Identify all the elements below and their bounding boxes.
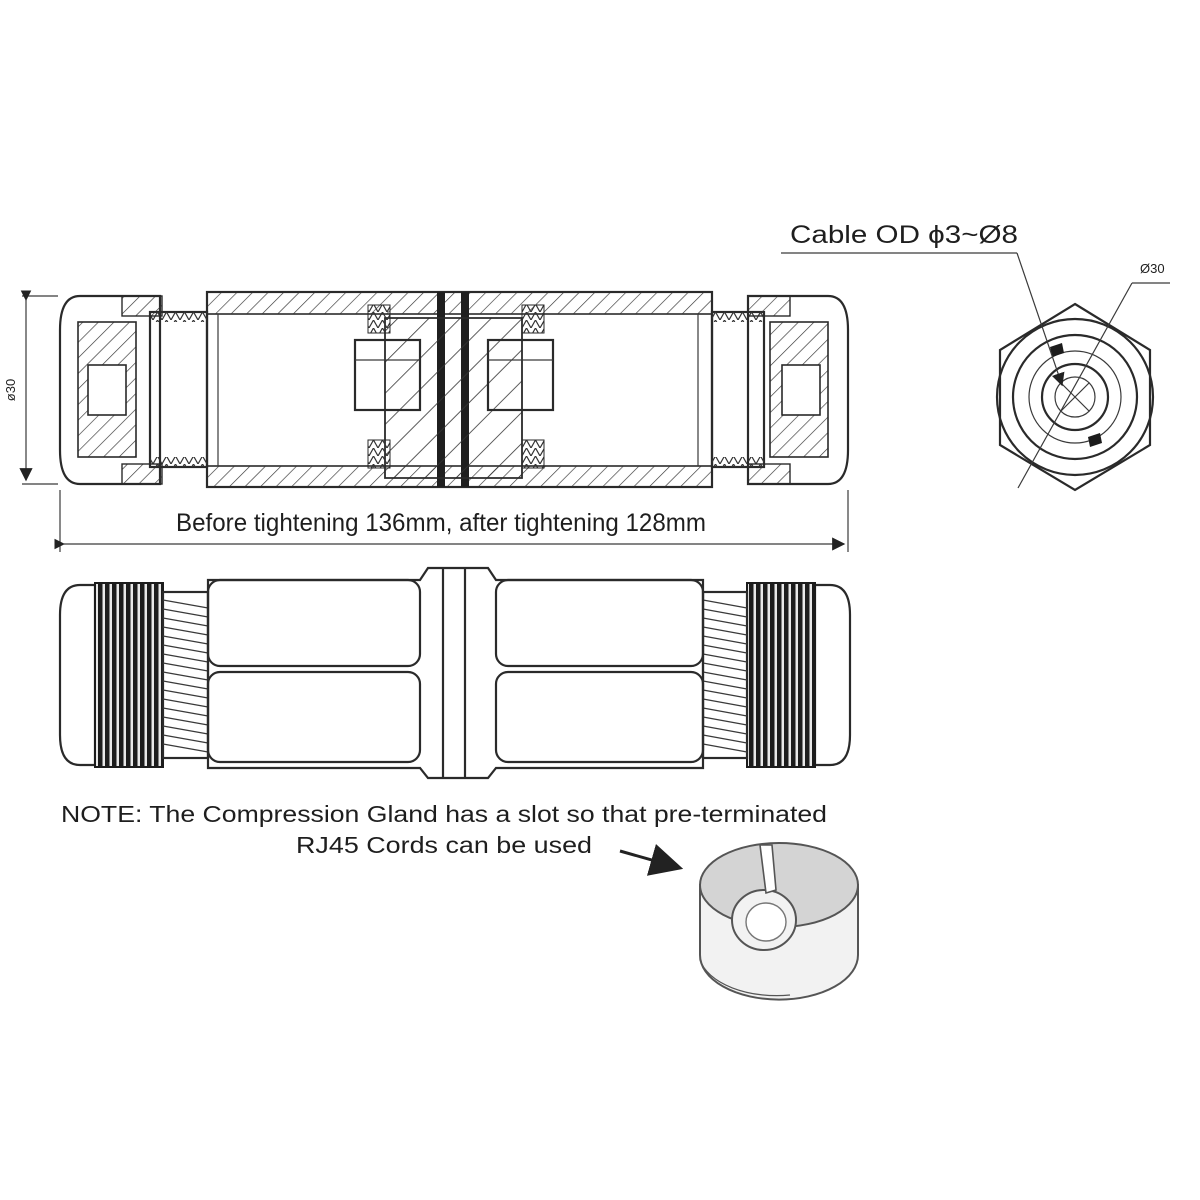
side-diameter-label: ø30 bbox=[3, 379, 18, 401]
left-grip bbox=[94, 582, 164, 768]
exterior-view bbox=[58, 566, 852, 780]
section-view bbox=[19, 290, 850, 552]
length-dimension-label: Before tightening 136mm, after tightenin… bbox=[176, 509, 706, 537]
left-thread bbox=[161, 590, 210, 760]
note-arrow bbox=[619, 844, 684, 876]
end-diameter-label: Ø30 bbox=[1140, 261, 1165, 276]
right-thread bbox=[701, 590, 749, 760]
right-grip bbox=[746, 582, 816, 768]
cable-od-label: Cable OD ϕ3~Ø8 bbox=[790, 221, 1018, 249]
note-line-1: NOTE: The Compression Gland has a slot s… bbox=[61, 801, 827, 827]
end-view bbox=[781, 252, 1170, 492]
note-line-2: RJ45 Cords can be used bbox=[296, 832, 592, 858]
compression-gland bbox=[699, 842, 859, 1001]
